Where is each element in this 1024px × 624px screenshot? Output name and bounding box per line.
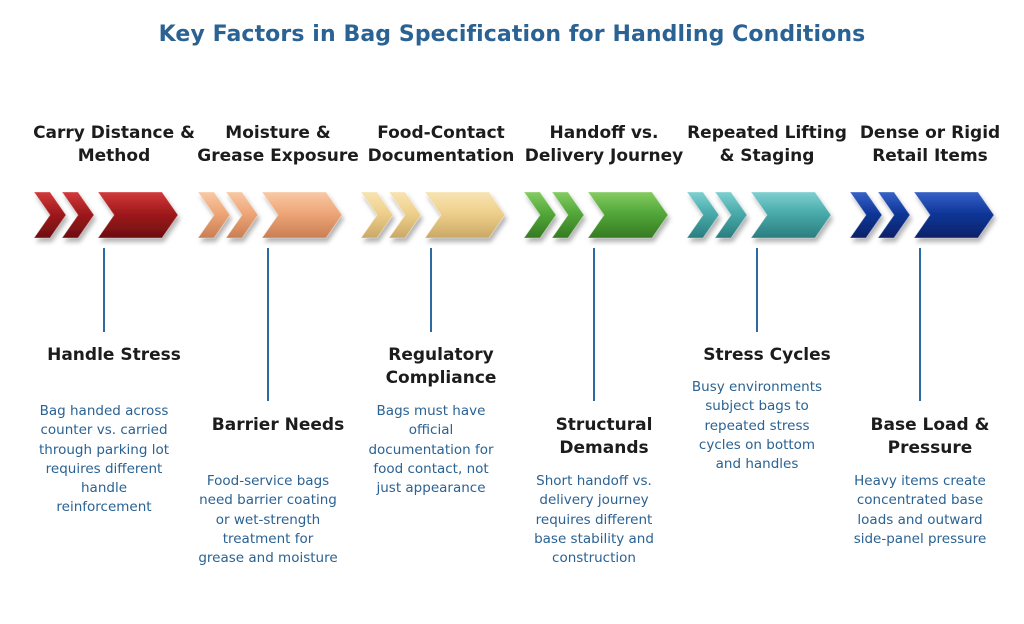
- chevron-small-1: [361, 192, 393, 238]
- chevron-small-1: [850, 192, 882, 238]
- chevron-large: [914, 192, 994, 238]
- chevron-large: [751, 192, 831, 238]
- factor-description: Food-service bags need barrier coating o…: [198, 473, 338, 567]
- factor-bottom-title: Base Load & Pressure: [870, 415, 990, 458]
- chevron-small-1-highlight: [33, 191, 67, 239]
- factor-handoff-delivery: Handoff vs. Delivery Journey Structural …: [522, 0, 686, 624]
- factor-dense-rigid: Dense or Rigid Retail Items Base Load & …: [848, 0, 1012, 624]
- chevron-small-1: [524, 192, 556, 238]
- chevron-small-2: [552, 192, 584, 238]
- chevron-large: [425, 192, 505, 238]
- factor-bottom-title: Regulatory Compliance: [385, 345, 497, 388]
- factor-top-label: Repeated Lifting & Staging: [687, 123, 847, 166]
- chevron-small-2-highlight: [877, 191, 911, 239]
- factor-description: Busy environments subject bags to repeat…: [691, 379, 823, 473]
- chevron-small-1-highlight: [197, 191, 231, 239]
- chevron-large-highlight: [750, 191, 832, 239]
- chevron-large: [262, 192, 342, 238]
- chevron-small-2: [62, 192, 94, 238]
- factor-top-label: Carry Distance & Method: [33, 123, 195, 166]
- factor-top-label: Handoff vs. Delivery Journey: [524, 123, 684, 166]
- connector-line: [593, 248, 595, 401]
- factor-carry-distance: Carry Distance & Method Handle Stress Ba…: [32, 0, 196, 624]
- factor-top-label: Food-Contact Documentation: [367, 123, 515, 166]
- factor-bottom-title: Stress Cycles: [703, 345, 831, 365]
- factor-bottom-title: Handle Stress: [47, 345, 181, 365]
- chevron-large-highlight: [587, 191, 669, 239]
- page-title: Key Factors in Bag Specification for Han…: [158, 22, 866, 47]
- connector-line: [267, 248, 269, 401]
- chevron-small-1: [34, 192, 66, 238]
- chevron-small-2: [226, 192, 258, 238]
- factor-repeated-lifting: Repeated Lifting & Staging Stress Cycles…: [685, 0, 849, 624]
- factor-bottom-title: Structural Demands: [555, 415, 653, 458]
- connector-line: [103, 248, 105, 332]
- connector-line: [919, 248, 921, 401]
- chevron-small-2: [878, 192, 910, 238]
- factor-top-label: Moisture & Grease Exposure: [197, 123, 359, 166]
- chevron-arrow-icon: [33, 191, 179, 239]
- chevron-large-highlight: [97, 191, 179, 239]
- chevron-small-1-highlight: [523, 191, 557, 239]
- factor-description: Short handoff vs. delivery journey requi…: [534, 473, 654, 567]
- chevron-large-highlight: [424, 191, 506, 239]
- chevron-small-1: [687, 192, 719, 238]
- chevron-small-2: [715, 192, 747, 238]
- chevron-small-1-highlight: [360, 191, 394, 239]
- chevron-large-highlight: [261, 191, 343, 239]
- chevron-arrow-icon: [849, 191, 995, 239]
- chevron-large: [98, 192, 178, 238]
- chevron-small-2-highlight: [551, 191, 585, 239]
- factor-description: Bags must have official documentation fo…: [368, 403, 494, 497]
- chevron-small-1-highlight: [849, 191, 883, 239]
- chevron-large-highlight: [913, 191, 995, 239]
- factor-bottom-title: Barrier Needs: [211, 415, 345, 435]
- chevron-large: [588, 192, 668, 238]
- chevron-small-2-highlight: [714, 191, 748, 239]
- chevron-small-2: [389, 192, 421, 238]
- chevron-arrow-icon: [686, 191, 832, 239]
- factor-description: Bag handed across counter vs. carried th…: [38, 403, 170, 516]
- chevron-small-2-highlight: [225, 191, 259, 239]
- connector-line: [756, 248, 758, 332]
- chevron-small-2-highlight: [61, 191, 95, 239]
- chevron-arrow-icon: [197, 191, 343, 239]
- chevron-small-1-highlight: [686, 191, 720, 239]
- chevron-arrow-icon: [360, 191, 506, 239]
- factor-top-label: Dense or Rigid Retail Items: [859, 123, 1001, 166]
- chevron-small-1: [198, 192, 230, 238]
- factor-description: Heavy items create concentrated base loa…: [853, 473, 987, 547]
- factor-food-contact: Food-Contact Documentation Regulatory Co…: [359, 0, 523, 624]
- connector-line: [430, 248, 432, 332]
- factor-moisture-grease: Moisture & Grease Exposure Barrier Needs…: [196, 0, 360, 624]
- chevron-small-2-highlight: [388, 191, 422, 239]
- chevron-arrow-icon: [523, 191, 669, 239]
